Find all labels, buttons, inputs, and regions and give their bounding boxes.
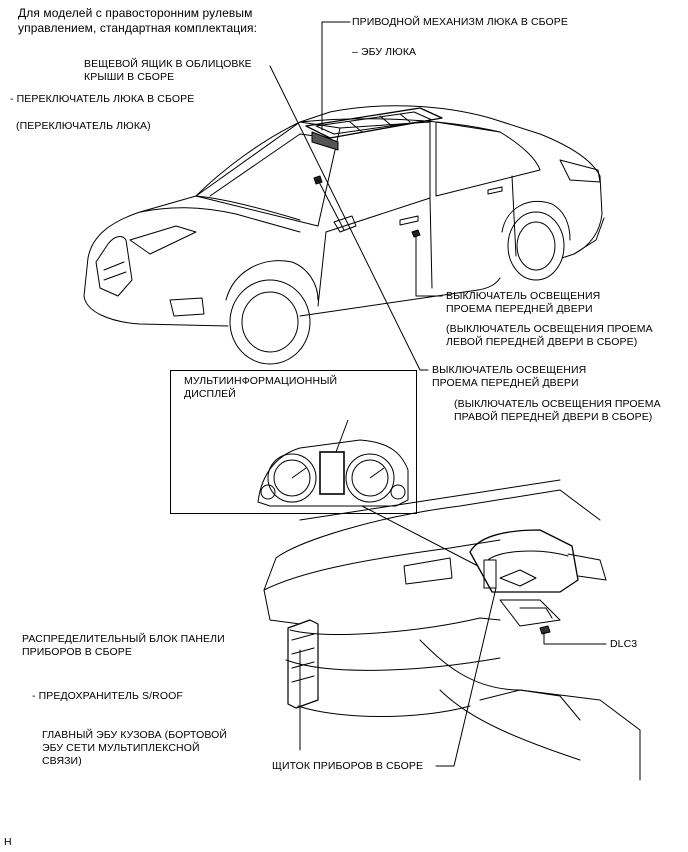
instrument-cluster-illustration xyxy=(257,419,409,507)
label-front-door-switch-left-sub: (ВЫКЛЮЧАТЕЛЬ ОСВЕЩЕНИЯ ПРОЕМА ЛЕВОЙ ПЕРЕ… xyxy=(446,323,653,348)
dashboard-illustration xyxy=(263,479,641,781)
label-multi-display: МУЛЬТИИНФОРМАЦИОННЫЙ ДИСПЛЕЙ xyxy=(184,375,338,400)
label-front-door-switch-left: ВЫКЛЮЧАТЕЛЬ ОСВЕЩЕНИЯ ПРОЕМА ПЕРЕДНЕЙ ДВ… xyxy=(446,290,601,315)
footer-code: H xyxy=(4,836,12,848)
label-fuse: - ПРЕДОХРАНИТЕЛЬ S/ROOF xyxy=(32,690,183,702)
car-illustration xyxy=(83,105,605,365)
label-junction-block: РАСПРЕДЕЛИТЕЛЬНЫЙ БЛОК ПАНЕЛИ ПРИБОРОВ В… xyxy=(22,633,225,658)
label-main-body-ecu: ГЛАВНЫЙ ЭБУ КУЗОВА (БОРТОВОЙ ЭБУ СЕТИ МУ… xyxy=(42,729,228,767)
label-console-box: ВЕЩЕВОЙ ЯЩИК В ОБЛИЦОВКЕ КРЫШИ В СБОРЕ xyxy=(84,58,252,83)
label-front-door-switch-right-sub: (ВЫКЛЮЧАТЕЛЬ ОСВЕЩЕНИЯ ПРОЕМА ПРАВОЙ ПЕР… xyxy=(454,398,661,423)
leader-lines-lower xyxy=(299,505,607,767)
label-sunroof-ecu: – ЭБУ ЛЮКА xyxy=(352,46,417,58)
label-front-door-switch-right: ВЫКЛЮЧАТЕЛЬ ОСВЕЩЕНИЯ ПРОЕМА ПЕРЕДНЕЙ ДВ… xyxy=(432,364,587,389)
label-sunroof-switch-sub: (ПЕРЕКЛЮЧАТЕЛЬ ЛЮКА) xyxy=(16,120,151,132)
page-header: Для моделей с правосторонним рулевым упр… xyxy=(18,6,258,35)
label-dlc3: DLC3 xyxy=(610,638,638,650)
label-combination-meter: ЩИТОК ПРИБОРОВ В СБОРЕ xyxy=(272,760,424,772)
label-sunroof-switch: - ПЕРЕКЛЮЧАТЕЛЬ ЛЮКА В СБОРЕ xyxy=(10,93,195,105)
leader-lines-upper xyxy=(269,21,443,371)
label-sunroof-drive: ПРИВОДНОЙ МЕХАНИЗМ ЛЮКА В СБОРЕ xyxy=(352,16,568,28)
